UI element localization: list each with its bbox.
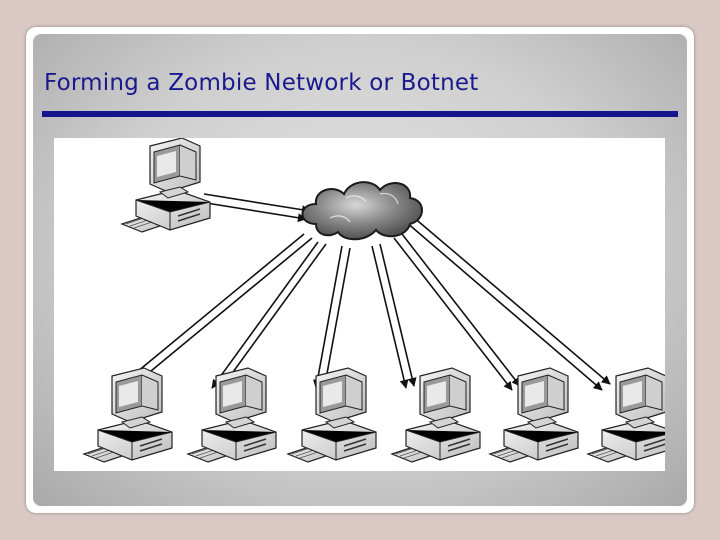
connection-arrows	[119, 193, 611, 391]
zombie-3-arrow-b	[321, 247, 351, 391]
zombie-2-arrow-b	[219, 243, 327, 391]
zombie-computer-icon	[187, 367, 277, 463]
zombie-computer-icon	[489, 367, 579, 463]
zombie-computer-icon	[587, 367, 665, 463]
zombie-computer-icon	[83, 367, 173, 463]
zombie-1-arrow-b	[127, 237, 313, 391]
zombie-6-arrow-b	[411, 215, 611, 385]
zombie-4-arrow-b	[379, 243, 417, 387]
zombie-2-arrow-a	[211, 241, 319, 389]
botnet-diagram	[54, 138, 665, 471]
slide-title: Forming a Zombie Network or Botnet	[44, 70, 479, 96]
zombie-computer-icon	[287, 367, 377, 463]
title-underline	[42, 111, 678, 117]
zombie-6-arrow-a	[405, 221, 603, 391]
controller-computer-icon	[121, 138, 211, 233]
controller-arrow-b	[199, 201, 307, 223]
zombie-1-arrow-a	[119, 233, 305, 387]
zombie-5-arrow-a	[393, 237, 513, 391]
cloud-icon	[301, 181, 423, 241]
zombie-3-arrow-a	[313, 245, 343, 389]
zombie-5-arrow-b	[401, 233, 521, 387]
controller-arrow-a	[203, 193, 311, 215]
zombie-4-arrow-a	[371, 245, 409, 389]
